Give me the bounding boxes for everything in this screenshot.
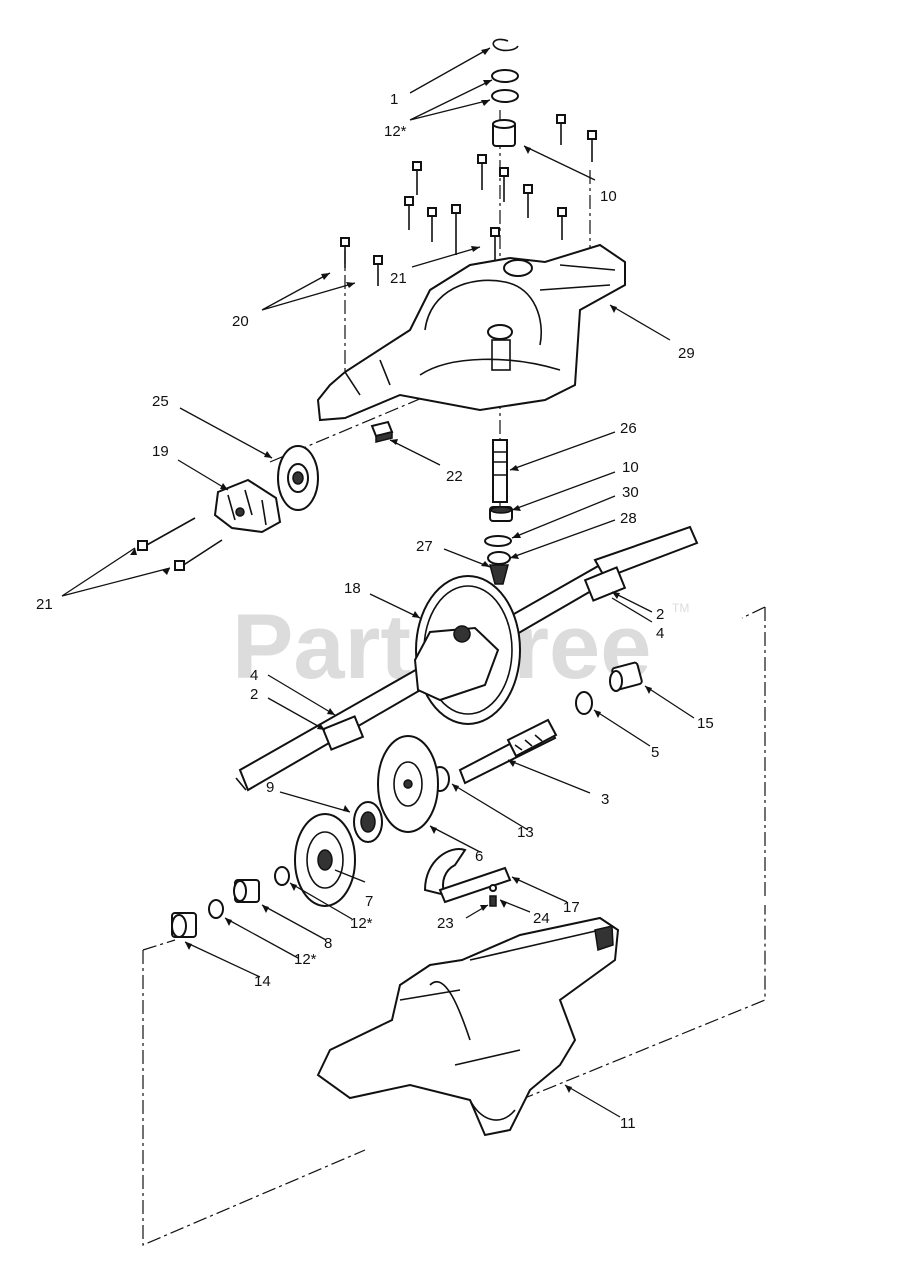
washer-part (274, 866, 290, 886)
washer-part (575, 691, 593, 715)
part-label-26: 26 (620, 420, 637, 437)
spacer-part (233, 879, 260, 903)
gear-part (294, 813, 356, 907)
part-label-20: 20 (232, 313, 249, 330)
bearing-part (490, 506, 512, 514)
part-label-2: 2 (656, 606, 664, 623)
key-part (370, 420, 394, 443)
part-label-21: 21 (36, 596, 53, 613)
part-label-12: 12* (384, 123, 407, 140)
part-label-10: 10 (622, 459, 639, 476)
pulley-part (277, 445, 319, 511)
leader-arrowheads (130, 48, 652, 1093)
part-label-23: 23 (437, 915, 454, 932)
part-label-19: 19 (152, 443, 169, 460)
brake-assembly-part (213, 478, 282, 534)
ball-part (489, 884, 497, 892)
washer-part (491, 69, 519, 83)
part-label-15: 15 (697, 715, 714, 732)
shift-collar-part (353, 801, 383, 843)
part-label-7: 7 (365, 893, 373, 910)
part-label-4: 4 (656, 625, 664, 642)
part-label-17: 17 (563, 899, 580, 916)
part-label-12: 12* (350, 915, 373, 932)
e-clip-part (492, 38, 519, 52)
pinion-shaft-part (492, 439, 508, 503)
pinion-gear-part (489, 564, 509, 585)
part-label-10: 10 (600, 188, 617, 205)
part-labels: 1 12* 10 20 21 29 25 19 22 26 10 30 28 2… (36, 91, 714, 1132)
part-label-13: 13 (517, 824, 534, 841)
part-label-27: 27 (416, 538, 433, 555)
part-label-3: 3 (601, 791, 609, 808)
needle-bearing-part (492, 119, 516, 129)
washer-part (491, 89, 519, 103)
watermark-trademark: TM (672, 601, 689, 615)
part-label-5: 5 (651, 744, 659, 761)
part-label-6: 6 (475, 848, 483, 865)
lower-housing-part (316, 916, 620, 1137)
part-label-8: 8 (324, 935, 332, 952)
part-label-2: 2 (250, 686, 258, 703)
part-label-4: 4 (250, 667, 258, 684)
part-label-9: 9 (266, 779, 274, 796)
part-label-22: 22 (446, 468, 463, 485)
part-label-28: 28 (620, 510, 637, 527)
part-label-14: 14 (254, 973, 271, 990)
part-label-21: 21 (390, 270, 407, 287)
part-label-29: 29 (678, 345, 695, 362)
bushing-part (171, 912, 197, 938)
part-label-12: 12* (294, 951, 317, 968)
thrust-washer-part (484, 535, 512, 547)
upper-housing-part (316, 243, 626, 422)
bevel-gear-part (487, 551, 511, 565)
part-label-11: 11 (620, 1115, 636, 1132)
part-label-18: 18 (344, 580, 361, 597)
part-label-1: 1 (390, 91, 398, 108)
long-bolt-part (137, 517, 223, 571)
gear-disc-part (377, 735, 439, 833)
differential-axle-part (235, 525, 699, 792)
bushing-part (609, 661, 643, 692)
splined-shaft-part (458, 718, 558, 785)
part-label-25: 25 (152, 393, 169, 410)
shift-fork-part (423, 848, 512, 904)
pin-part (489, 895, 497, 907)
washer-part (208, 899, 224, 919)
part-label-30: 30 (622, 484, 639, 501)
bolt-group (340, 114, 597, 286)
part-label-24: 24 (533, 910, 550, 927)
assembly-outline (142, 606, 766, 1246)
